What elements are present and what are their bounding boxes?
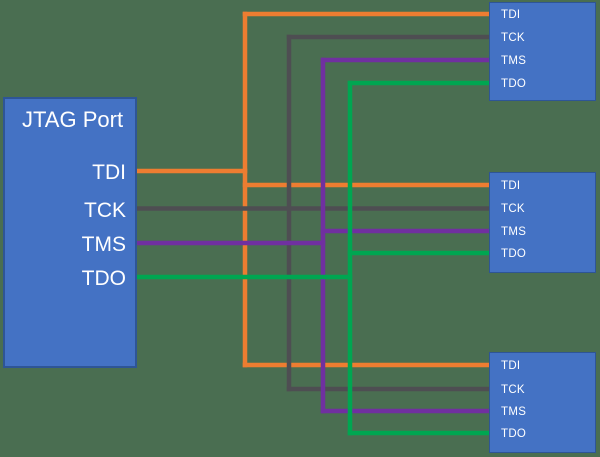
jtag-port-title: JTAG Port	[22, 107, 124, 132]
device-1-pin-label-tdo: TDO	[501, 78, 527, 90]
device-2-pin-label-tms: TMS	[501, 226, 527, 238]
jtag-pin-label-tck: TCK	[84, 199, 126, 222]
device-1-pin-label-tms: TMS	[501, 55, 527, 67]
jtag-pin-label-tms: TMS	[81, 233, 126, 256]
device-3-pin-label-tms: TMS	[501, 406, 527, 418]
device-2-pin-label-tck: TCK	[501, 203, 525, 215]
device-box-3: TDI TCK TMS TDO	[489, 352, 596, 453]
device-3-pin-label-tck: TCK	[501, 384, 525, 396]
device-1-pin-label-tck: TCK	[501, 32, 525, 44]
jtag-pin-label-tdo: TDO	[81, 267, 126, 290]
device-box-1: TDI TCK TMS TDO	[489, 2, 596, 101]
device-2-pin-label-tdo: TDO	[501, 248, 527, 260]
jtag-pin-label-tdi: TDI	[92, 161, 126, 184]
device-3-pin-label-tdo: TDO	[501, 428, 527, 440]
jtag-port-box: JTAG Port TDI TCK TMS TDO	[3, 97, 137, 368]
device-2-pin-label-tdi: TDI	[501, 180, 521, 192]
device-3-pin-label-tdi: TDI	[501, 360, 521, 372]
device-1-pin-label-tdi: TDI	[501, 9, 521, 21]
device-box-2: TDI TCK TMS TDO	[489, 172, 596, 273]
